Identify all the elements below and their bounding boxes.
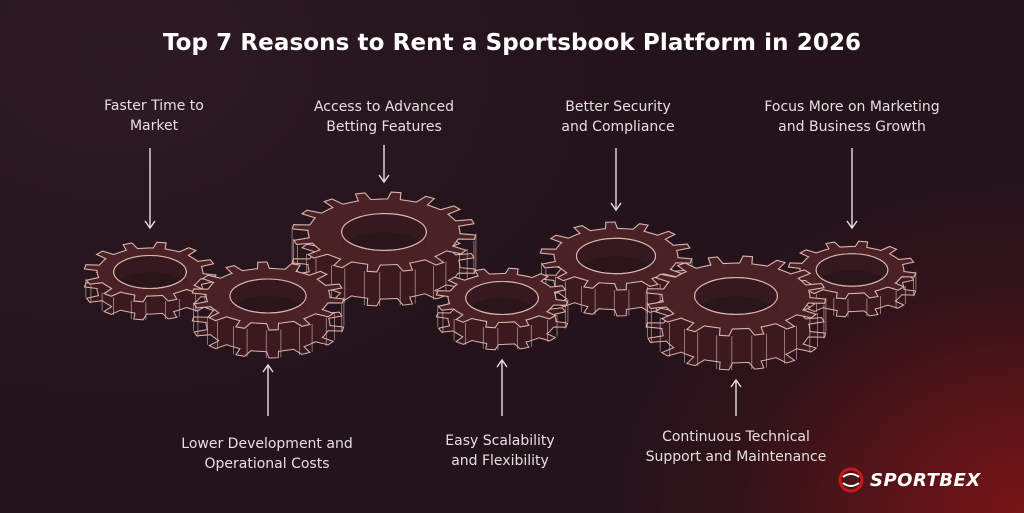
- reason-7-line-2: and Business Growth: [778, 119, 926, 135]
- brand-part-1: SPORT: [870, 469, 940, 491]
- reason-3-line-2: Betting Features: [326, 119, 442, 135]
- arrow-5: [610, 148, 622, 212]
- reason-2-line-2: Operational Costs: [204, 456, 330, 472]
- arrow-2: [262, 363, 274, 416]
- gear-3: [539, 221, 693, 317]
- gear-4: [787, 240, 917, 318]
- reason-label-3: Access to Advanced Betting Features: [284, 97, 484, 137]
- reason-7-line-1: Focus More on Marketing: [764, 99, 940, 115]
- gear-6: [435, 267, 569, 351]
- reason-4-line-2: and Flexibility: [451, 453, 549, 469]
- arrow-3: [378, 145, 390, 184]
- gear-7: [645, 255, 827, 371]
- reason-1-line-2: Market: [129, 118, 179, 134]
- gear-1: [83, 241, 217, 321]
- reason-label-1: Faster Time to Market: [74, 96, 234, 136]
- reason-5-line-1: Better Security: [565, 99, 671, 115]
- reason-label-7: Focus More on Marketing and Business Gro…: [741, 97, 963, 137]
- reason-6-line-1: Continuous Technical: [662, 429, 810, 445]
- reason-4-line-1: Easy Scalability: [445, 433, 555, 449]
- reason-label-4: Easy Scalability and Flexibility: [420, 431, 580, 471]
- arrow-1: [144, 148, 156, 230]
- ball-icon: [838, 467, 864, 493]
- brand-part-2: BEX: [939, 469, 981, 491]
- reason-label-5: Better Security and Compliance: [528, 97, 708, 137]
- reason-1-line-1: Faster Time to: [104, 98, 204, 114]
- reason-label-6: Continuous Technical Support and Mainten…: [624, 427, 848, 467]
- reason-label-2: Lower Development and Operational Costs: [162, 434, 372, 474]
- arrow-6: [730, 378, 742, 416]
- reason-2-line-1: Lower Development and: [181, 436, 353, 452]
- arrow-4: [496, 358, 508, 416]
- brand-logo: SPORTBEX: [838, 466, 1008, 494]
- reason-6-line-2: Support and Maintenance: [645, 449, 827, 465]
- brand-wordmark: SPORTBEX: [870, 470, 981, 491]
- reason-3-line-1: Access to Advanced: [313, 99, 455, 115]
- gear-5: [191, 261, 345, 359]
- page-title: Top 7 Reasons to Rent a Sportsbook Platf…: [162, 30, 862, 56]
- arrow-7: [846, 148, 858, 230]
- reason-5-line-2: and Compliance: [561, 119, 675, 135]
